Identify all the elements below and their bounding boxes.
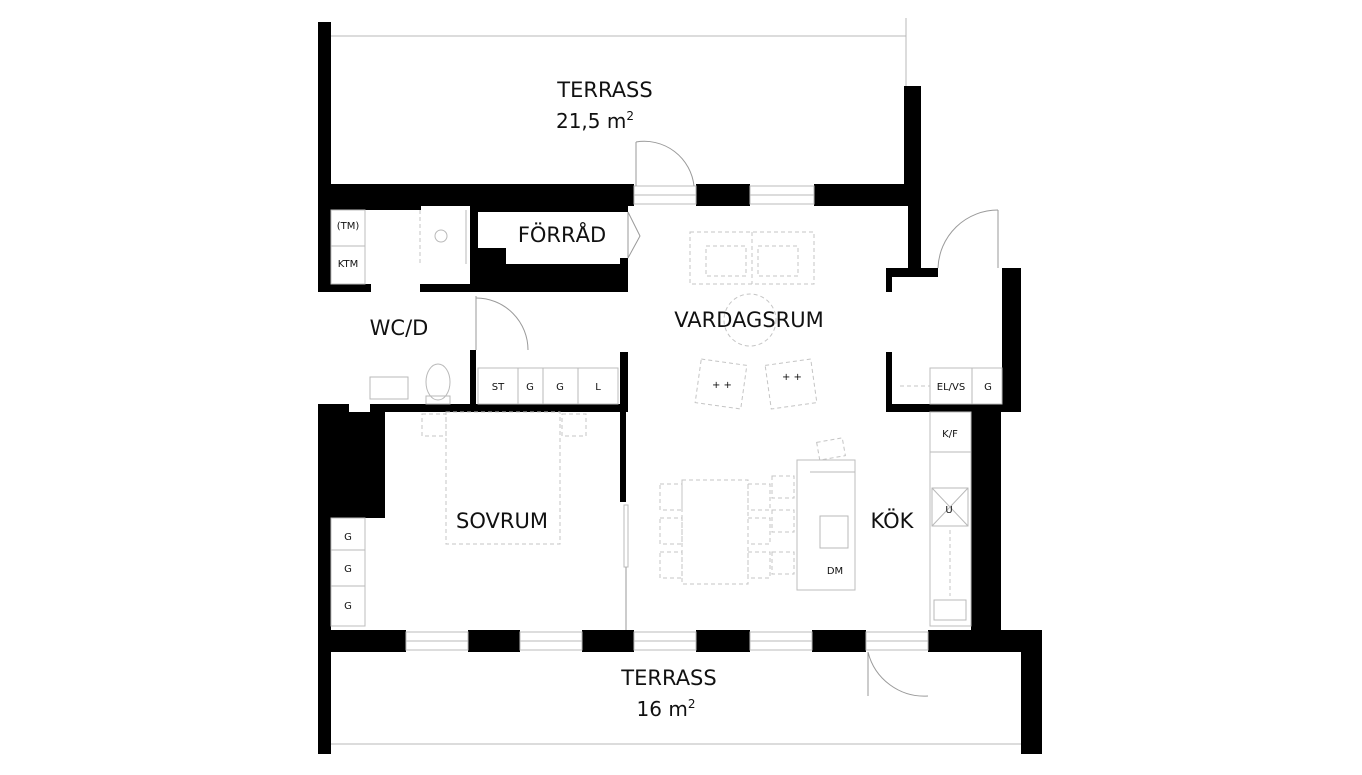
tag-g-hall-1: G [526, 382, 534, 393]
walls [318, 22, 1042, 754]
dining-furniture [659, 479, 771, 585]
bedroom-fixtures [330, 411, 587, 627]
terrace-top-area-value: 21,5 m [556, 109, 626, 133]
terrace-bottom-area-sup: 2 [688, 697, 696, 711]
storage-name: FÖRRÅD [518, 221, 606, 247]
svg-text:+ +: + + [782, 372, 802, 383]
windows [405, 185, 929, 651]
kitchen-name: KÖK [871, 508, 915, 533]
tag-g-bed-3: G [344, 601, 352, 612]
tag-g-hall-2: G [556, 382, 564, 393]
living-furniture: + + + + [689, 231, 818, 410]
terrace-bottom-area-value: 16 m [637, 697, 688, 721]
tag-l: L [595, 382, 601, 393]
terrace-top-area-sup: 2 [626, 109, 634, 123]
terrace-bottom-name: TERRASS [620, 666, 716, 690]
tag-u: U [945, 505, 952, 516]
hall-fixtures [477, 367, 1003, 405]
living-name: VARDAGSRUM [674, 308, 823, 332]
tag-dm: DM [827, 566, 843, 577]
room-labels: TERRASS 21,5 m2 FÖRRÅD WC/D VARDAGSRUM S… [370, 78, 915, 721]
wc-name: WC/D [370, 316, 429, 340]
kitchen-counter [929, 411, 972, 627]
doors [475, 140, 999, 697]
tag-g-entry: G [984, 382, 992, 393]
tag-tm: (TM) [337, 221, 360, 232]
tag-g-bed-2: G [344, 564, 352, 575]
tag-g-bed-1: G [344, 532, 352, 543]
tag-elvs: EL/VS [937, 382, 965, 393]
tag-st: ST [492, 382, 505, 393]
bedroom-name: SOVRUM [456, 509, 548, 533]
terrace-top-name: TERRASS [556, 78, 652, 102]
terrace-top [330, 18, 907, 88]
tag-kf: K/F [942, 429, 958, 440]
terrace-bottom-area: 16 m2 [637, 697, 696, 721]
fixture-tags: (TM) KTM ST G G L EL/VS G K/F U DM G G G [337, 221, 992, 612]
kitchen-island [771, 437, 856, 591]
wc-fixtures [330, 209, 467, 405]
terrace-top-area: 21,5 m2 [556, 109, 634, 133]
tag-ktm: KTM [338, 259, 359, 270]
svg-text:+ +: + + [712, 380, 732, 391]
